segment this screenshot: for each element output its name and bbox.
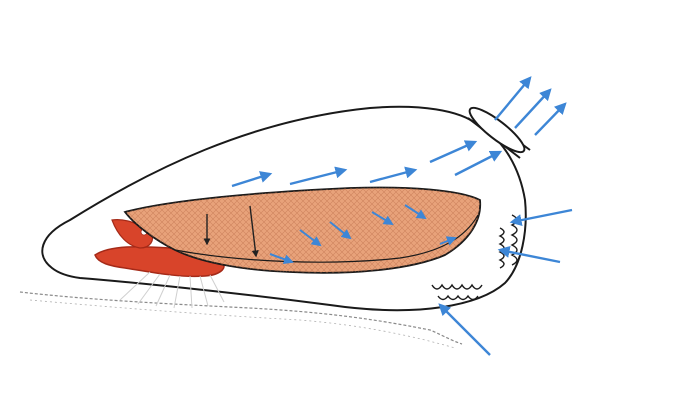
flow-arrow-icon bbox=[535, 104, 565, 135]
flow-arrow-icon bbox=[515, 90, 550, 128]
flow-arrow-icon bbox=[440, 305, 490, 355]
flow-arrow-icon bbox=[495, 78, 530, 120]
